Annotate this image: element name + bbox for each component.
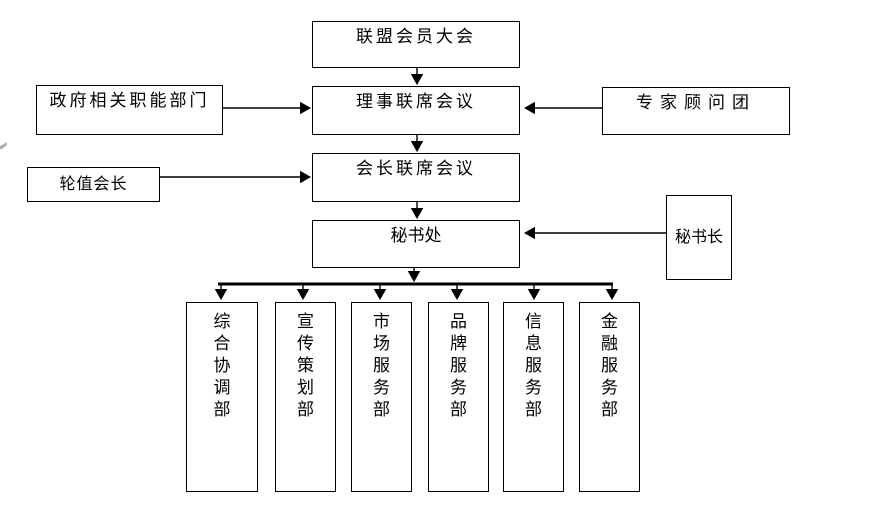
node-dept-comprehensive-coordination-label: 综合协调部 — [213, 312, 231, 419]
node-council-joint-meeting: 理事联席会议 — [312, 86, 520, 135]
node-dept-financial-service-label: 金融服务部 — [601, 312, 618, 419]
node-expert-advisory-group-label: 专家顾问团 — [636, 93, 756, 112]
node-rotating-president-label: 轮值会长 — [59, 175, 128, 193]
node-council-joint-meeting-label: 理事联席会议 — [356, 92, 476, 111]
stray-mark-artifact — [0, 142, 7, 149]
node-dept-information-service: 信息服务部 — [503, 302, 564, 492]
node-secretary-general: 秘书长 — [666, 195, 732, 280]
node-secretary-general-label: 秘书长 — [674, 228, 723, 246]
node-dept-publicity-planning-label: 宣传策划部 — [297, 312, 314, 419]
node-government-departments: 政府相关职能部门 — [36, 85, 223, 135]
node-dept-market-service: 市场服务部 — [351, 302, 412, 492]
node-dept-publicity-planning: 宣传策划部 — [275, 302, 336, 492]
node-expert-advisory-group: 专家顾问团 — [602, 87, 790, 135]
node-presidents-joint-meeting-label: 会长联席会议 — [356, 159, 476, 178]
node-dept-comprehensive-coordination: 综合协调部 — [186, 302, 258, 492]
node-rotating-president: 轮值会长 — [27, 167, 160, 202]
node-dept-brand-service: 品牌服务部 — [428, 302, 489, 492]
node-dept-financial-service: 金融服务部 — [579, 302, 640, 492]
node-member-assembly: 联盟会员大会 — [312, 21, 520, 68]
node-government-departments-label: 政府相关职能部门 — [49, 91, 210, 110]
node-dept-market-service-label: 市场服务部 — [373, 312, 390, 419]
node-secretariat-label: 秘书处 — [390, 226, 442, 245]
node-secretariat: 秘书处 — [312, 220, 520, 268]
node-dept-brand-service-label: 品牌服务部 — [450, 312, 467, 419]
node-member-assembly-label: 联盟会员大会 — [356, 27, 476, 46]
node-presidents-joint-meeting: 会长联席会议 — [312, 153, 520, 202]
node-dept-information-service-label: 信息服务部 — [525, 312, 542, 419]
